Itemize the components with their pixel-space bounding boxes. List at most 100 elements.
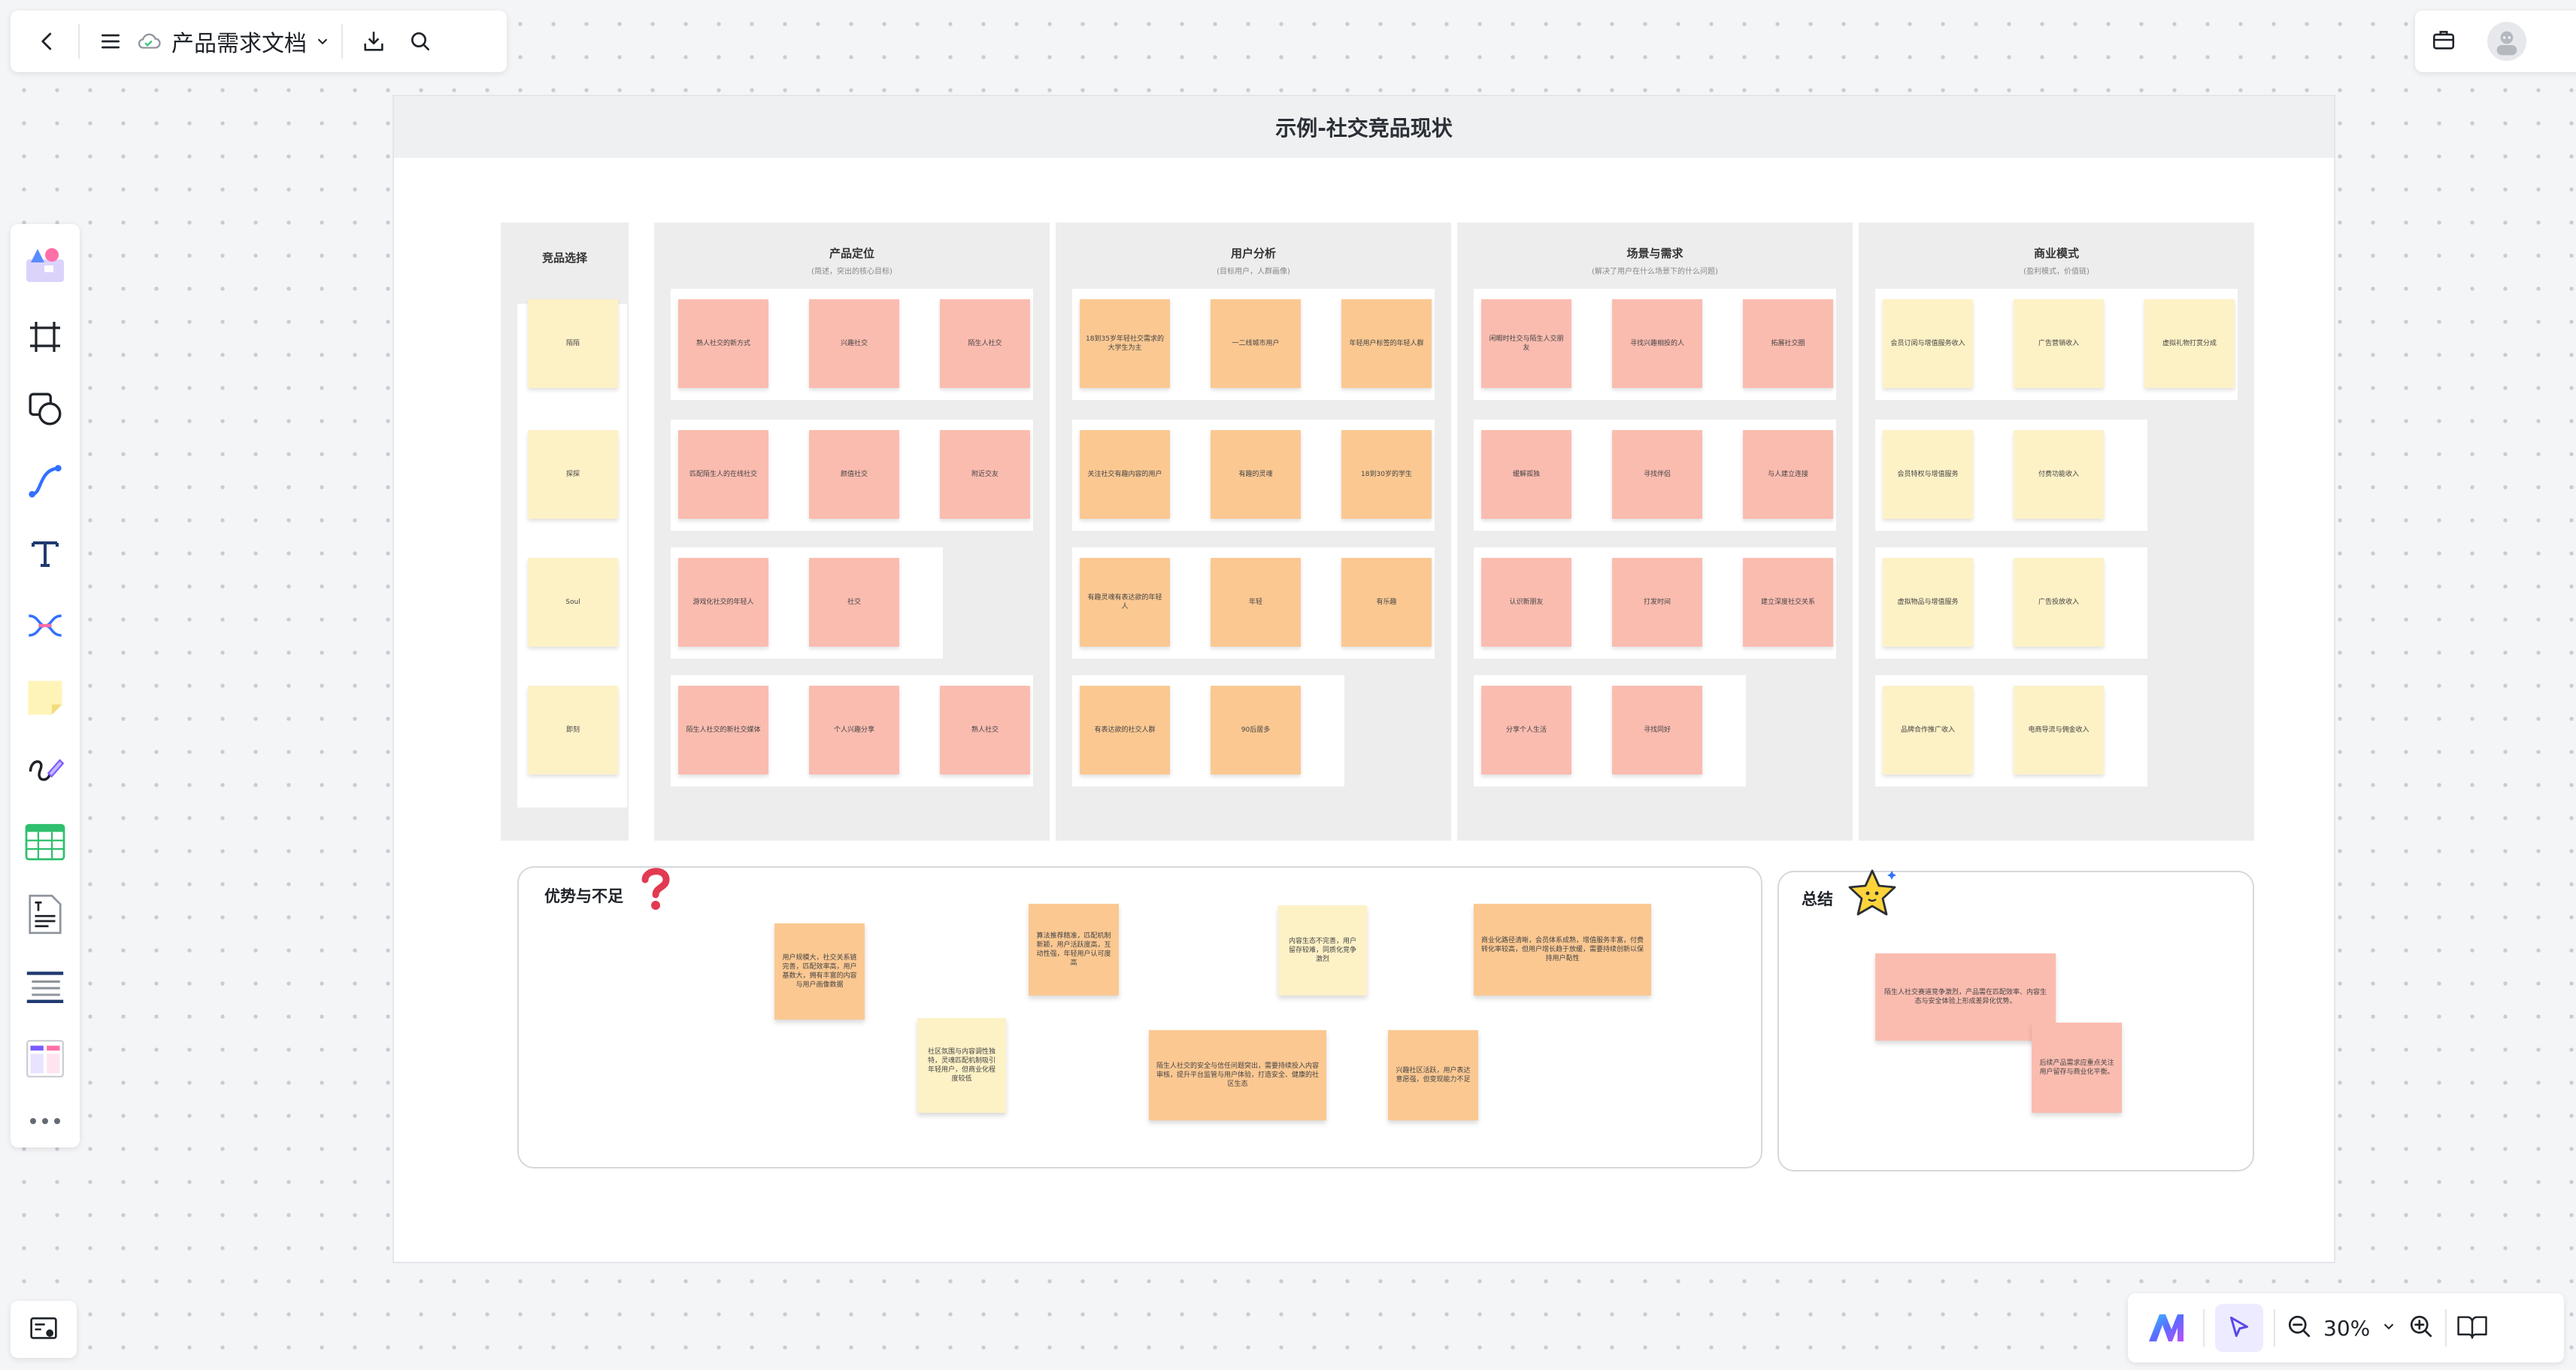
sticky-note[interactable]: 熟人社交: [940, 686, 1030, 774]
search-icon[interactable]: [397, 18, 444, 65]
sticky-note[interactable]: 寻找兴趣相投的人: [1612, 299, 1702, 388]
menu-icon[interactable]: [87, 18, 134, 65]
sticky-note[interactable]: 陌生人社交: [940, 299, 1030, 388]
sticky-note[interactable]: 寻找伴侣: [1612, 430, 1702, 519]
sticky-note[interactable]: 建立深度社交关系: [1743, 558, 1833, 647]
sticky-note[interactable]: 虚拟礼物打赏分成: [2144, 299, 2235, 388]
sticky-note-icon[interactable]: [11, 662, 80, 734]
sticky-note[interactable]: 陌生人社交的安全与信任问题突出，需要持续投入内容审核，提升平台监管与用户体验，打…: [1149, 1030, 1326, 1120]
toolbar-divider: [2274, 1309, 2275, 1347]
summary-section[interactable]: 总结: [1777, 868, 2254, 1171]
column-2: 产品定位(简述，突出的核心目标)熟人社交的新方式兴趣社交陌生人社交匹配陌生人的在…: [654, 223, 1050, 841]
sticky-note[interactable]: 电商导流与佣金收入: [2014, 686, 2104, 774]
sticky-note[interactable]: 内容生态不完善，用户留存较难，同质化竞争激烈: [1278, 905, 1367, 996]
sticky-note[interactable]: 后续产品需求应重点关注用户留存与商业化平衡。: [2032, 1023, 2122, 1113]
sticky-note[interactable]: 18到35岁年轻社交需求的大学生为主: [1080, 299, 1170, 388]
sticky-note[interactable]: 认识新朋友: [1481, 558, 1571, 647]
sticky-note[interactable]: 有乐趣: [1341, 558, 1432, 647]
column-subtitle: (盈利模式，价值链): [2023, 268, 2090, 276]
sticky-note[interactable]: 广告营销收入: [2014, 299, 2104, 388]
toolbar-divider: [78, 24, 80, 59]
sticky-note[interactable]: 18到30岁的学生: [1341, 430, 1432, 519]
more-icon[interactable]: [11, 1095, 80, 1147]
download-icon[interactable]: [350, 18, 397, 65]
sticky-note[interactable]: 虚拟物品与增值服务: [1883, 558, 1973, 647]
sticky-note[interactable]: 一二线城市用户: [1211, 299, 1301, 388]
sticky-note[interactable]: 熟人社交的新方式: [678, 299, 768, 388]
column-title: 场景与需求: [1626, 247, 1683, 260]
section-title: 总结: [1802, 890, 1833, 908]
sticky-note[interactable]: 关注社交有趣内容的用户: [1080, 430, 1170, 519]
mindmap-icon[interactable]: [11, 590, 80, 662]
sticky-note[interactable]: 会员特权与增值服务: [1883, 430, 1973, 519]
sticky-note[interactable]: 广告投放收入: [2014, 558, 2104, 647]
map-icon: [30, 1317, 57, 1339]
connector-icon[interactable]: [11, 445, 80, 517]
select-tool-icon[interactable]: [2215, 1304, 2263, 1352]
sticky-note[interactable]: 陌陌: [528, 299, 618, 388]
chevron-down-icon[interactable]: [311, 18, 334, 65]
doc-icon[interactable]: [11, 878, 80, 950]
sticky-note[interactable]: 付费功能收入: [2014, 430, 2104, 519]
sticky-note[interactable]: 社区氛围与内容调性独特，灵魂匹配机制吸引年轻用户，但商业化程度较低: [917, 1018, 1006, 1113]
sticky-note[interactable]: 有表达欲的社交人群: [1080, 686, 1170, 774]
sticky-note[interactable]: 分享个人生活: [1481, 686, 1571, 774]
zoom-out-icon[interactable]: [2286, 1313, 2313, 1343]
sticky-note[interactable]: 兴趣社交: [809, 299, 899, 388]
ai-icon[interactable]: [2140, 1302, 2193, 1354]
sticky-note[interactable]: 打发时间: [1612, 558, 1702, 647]
frame-icon[interactable]: [11, 301, 80, 373]
book-icon[interactable]: [2457, 1314, 2487, 1342]
column-4: 场景与需求 (解决了用户在什么场景下的什么问题) 闲暇时社交与陌生人交朋友寻找兴趣相…: [1457, 223, 1853, 841]
sticky-note[interactable]: 年轻: [1211, 558, 1301, 647]
chevron-down-icon[interactable]: [2381, 1318, 2397, 1338]
sticky-note[interactable]: 与人建立连接: [1743, 430, 1833, 519]
zoom-level[interactable]: 30%: [2323, 1315, 2371, 1341]
template-icon[interactable]: [11, 229, 80, 301]
shape-icon[interactable]: [11, 373, 80, 445]
text-icon[interactable]: [11, 517, 80, 590]
document-title[interactable]: 产品需求文档: [171, 31, 307, 57]
table-icon[interactable]: [11, 806, 80, 878]
sticky-note[interactable]: 陌生人社交的新社交媒体: [678, 686, 768, 774]
sticky-note[interactable]: 品牌合作推广收入: [1883, 686, 1973, 774]
sticky-note[interactable]: 用户规模大，社交关系链完善，匹配效率高，用户基数大，拥有丰富的内容与用户画像数据: [774, 923, 865, 1020]
sticky-note[interactable]: 90后居多: [1211, 686, 1301, 774]
sticky-note[interactable]: 算法推荐精准，匹配机制新颖，用户活跃度高，互动性强，年轻用户认可度高: [1029, 904, 1119, 996]
back-icon[interactable]: [24, 18, 71, 65]
sticky-note[interactable]: Soul: [528, 558, 618, 647]
pen-icon[interactable]: [11, 734, 80, 806]
sticky-note[interactable]: 探探: [528, 430, 618, 519]
star-icon: [1845, 868, 1899, 922]
sticky-note[interactable]: 寻找同好: [1612, 686, 1702, 774]
sticky-note[interactable]: 社交: [809, 558, 899, 647]
sticky-note[interactable]: 匹配陌生人的在线社交: [678, 430, 768, 519]
list-icon[interactable]: [11, 950, 80, 1023]
sticky-note[interactable]: 商业化路径清晰，会员体系成熟，增值服务丰富，付费转化率较高，但用户增长趋于放缓，…: [1474, 904, 1651, 996]
sticky-note[interactable]: 会员订阅与增值服务收入: [1883, 299, 1973, 388]
sticky-note[interactable]: 颜值社交: [809, 430, 899, 519]
layout-icon[interactable]: [11, 1023, 80, 1095]
sticky-note[interactable]: 缓解孤独: [1481, 430, 1571, 519]
zoom-in-icon[interactable]: [2408, 1313, 2435, 1343]
sticky-note[interactable]: 附近交友: [940, 430, 1030, 519]
sticky-note[interactable]: 有趣灵魂有表达欲的年轻人: [1080, 558, 1170, 647]
sticky-note[interactable]: 拓展社交圈: [1743, 299, 1833, 388]
sticky-note[interactable]: 游戏化社交的年轻人: [678, 558, 768, 647]
sticky-note[interactable]: 个人兴趣分享: [809, 686, 899, 774]
sticky-note[interactable]: 年轻用户标签的年轻人群: [1341, 299, 1432, 388]
toolbox-icon[interactable]: [2430, 27, 2457, 56]
sticky-note[interactable]: 即刻: [528, 686, 618, 774]
column-subtitle: (解决了用户在什么场景下的什么问题): [1592, 268, 1718, 276]
sticky-note[interactable]: 有趣的灵魂: [1211, 430, 1301, 519]
column-subtitle: (目标用户，人群画像): [1217, 268, 1290, 276]
sticky-note[interactable]: 陌生人社交赛道竞争激烈，产品需在匹配效率、内容生态与安全体验上形成差异化优势。: [1875, 953, 2056, 1041]
board-title[interactable]: 示例-社交竞品现状: [1275, 116, 1453, 141]
column-5: 商业模式(盈利模式，价值链)会员订阅与增值服务收入广告营销收入虚拟礼物打赏分成会…: [1859, 223, 2254, 841]
column-3: 用户分析(目标用户，人群画像)18到35岁年轻社交需求的大学生为主一二线城市用户…: [1056, 223, 1451, 841]
sticky-note[interactable]: 兴趣社区活跃，用户表达意愿强，但变现能力不足: [1388, 1030, 1478, 1120]
sticky-note[interactable]: 闲暇时社交与陌生人交朋友: [1481, 299, 1571, 388]
minimap-toggle[interactable]: [11, 1301, 77, 1358]
top-right-toolbar: [2415, 11, 2576, 72]
avatar[interactable]: [2487, 22, 2526, 61]
